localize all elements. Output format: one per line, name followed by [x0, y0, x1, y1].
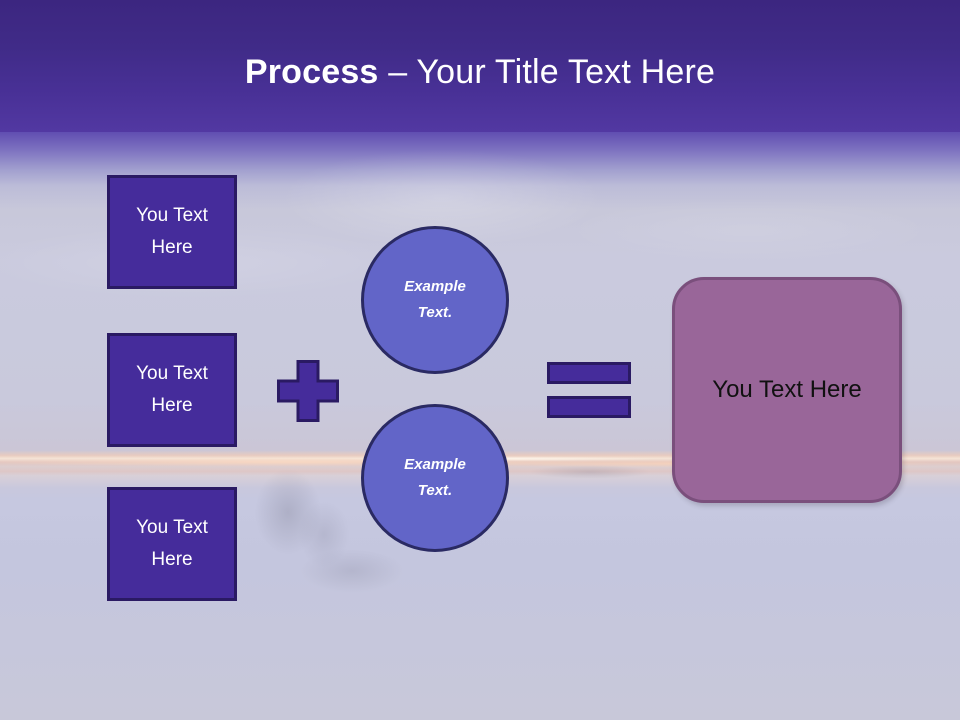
- input-box-2[interactable]: You Text Here: [107, 333, 237, 447]
- input-box-3[interactable]: You Text Here: [107, 487, 237, 601]
- equals-bar-top: [547, 362, 631, 384]
- page-title-bold: Process: [244, 53, 379, 91]
- input-box-1-label: You Text Here: [136, 205, 208, 258]
- example-circle-1[interactable]: Example Text.: [361, 226, 509, 374]
- result-box-label: You Text Here: [712, 376, 862, 403]
- input-box-1[interactable]: You Text Here: [107, 175, 237, 289]
- input-box-3-label: You Text Here: [136, 517, 208, 570]
- equals-bar-bottom: [547, 396, 631, 418]
- example-circle-2[interactable]: Example Text.: [361, 404, 509, 552]
- page-title-rest: Your Title Text Here: [416, 53, 716, 91]
- example-circle-1-label: Example Text.: [404, 278, 466, 321]
- input-box-2-label: You Text Here: [136, 363, 208, 416]
- result-box[interactable]: You Text Here: [672, 277, 902, 503]
- page-title-separator: –: [378, 53, 417, 91]
- page-title: Process – Your Title Text Here: [0, 52, 960, 92]
- plus-icon: [277, 360, 339, 422]
- title-band: [0, 0, 960, 132]
- equals-icon: [547, 362, 631, 418]
- example-circle-2-label: Example Text.: [404, 456, 466, 499]
